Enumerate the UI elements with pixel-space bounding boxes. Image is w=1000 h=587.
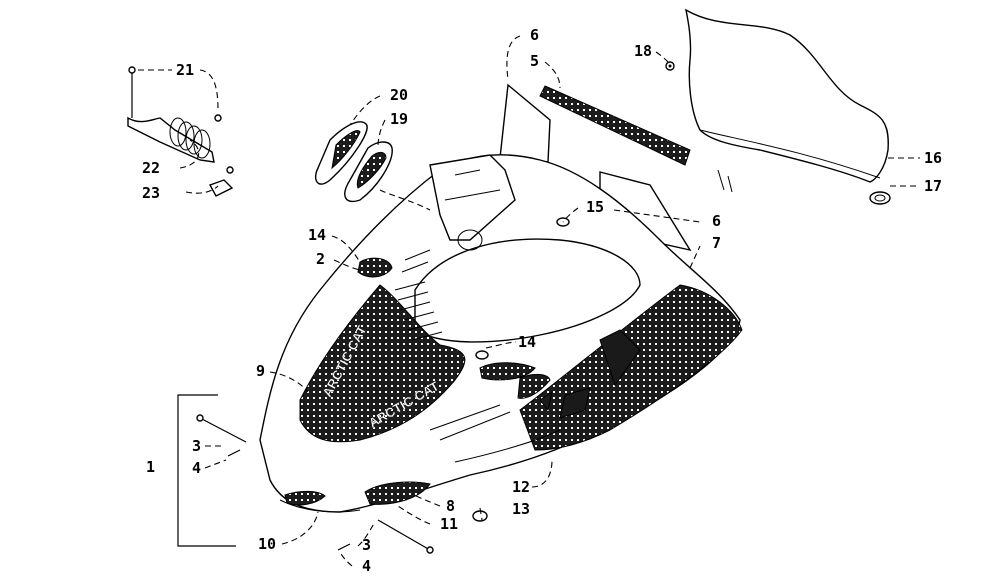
hood-louvers [394, 249, 443, 341]
callout-14-left: 14 [308, 226, 326, 244]
callout-20: 20 [390, 86, 408, 104]
callout-13: 13 [512, 500, 530, 518]
pin-4-lower-part [337, 543, 351, 551]
callout-4-upper: 4 [192, 459, 201, 477]
callout-10: 10 [258, 535, 276, 553]
callout-11: 11 [440, 515, 458, 533]
decal-strip-5-part [539, 85, 691, 166]
callout-23: 23 [142, 184, 160, 202]
screw-18-part [665, 61, 675, 71]
latch-assembly-part [127, 66, 234, 197]
windshield-part [685, 8, 889, 193]
callout-3-upper: 3 [192, 437, 201, 455]
callout-7: 7 [712, 234, 721, 252]
callout-17: 17 [924, 177, 942, 195]
callout-1: 1 [146, 458, 155, 476]
callout-8: 8 [446, 497, 455, 515]
bracket-1 [177, 394, 236, 547]
vent-20-part [314, 121, 368, 185]
grommet-17-part [869, 191, 891, 205]
callout-6-top: 6 [530, 26, 539, 44]
callout-19: 19 [390, 110, 408, 128]
callout-2: 2 [316, 250, 325, 268]
hood-part [259, 154, 743, 513]
leader-lines [138, 35, 920, 567]
callout-21: 21 [176, 61, 194, 79]
callout-14-center: 14 [518, 333, 536, 351]
callout-6-right: 6 [712, 212, 721, 230]
vent-19-part [344, 141, 393, 202]
callout-18: 18 [634, 42, 652, 60]
rod-3-upper-part [196, 414, 247, 443]
callout-15: 15 [586, 198, 604, 216]
rod-3-lower-part [377, 519, 434, 554]
callout-5: 5 [530, 52, 539, 70]
fastener-13-part [472, 510, 488, 522]
callout-3-lower: 3 [362, 536, 371, 554]
pin-4-upper-part [227, 449, 241, 457]
callout-16: 16 [924, 149, 942, 167]
callout-9: 9 [256, 362, 265, 380]
callout-4-lower: 4 [362, 557, 371, 575]
callout-22: 22 [142, 159, 160, 177]
callout-12: 12 [512, 478, 530, 496]
